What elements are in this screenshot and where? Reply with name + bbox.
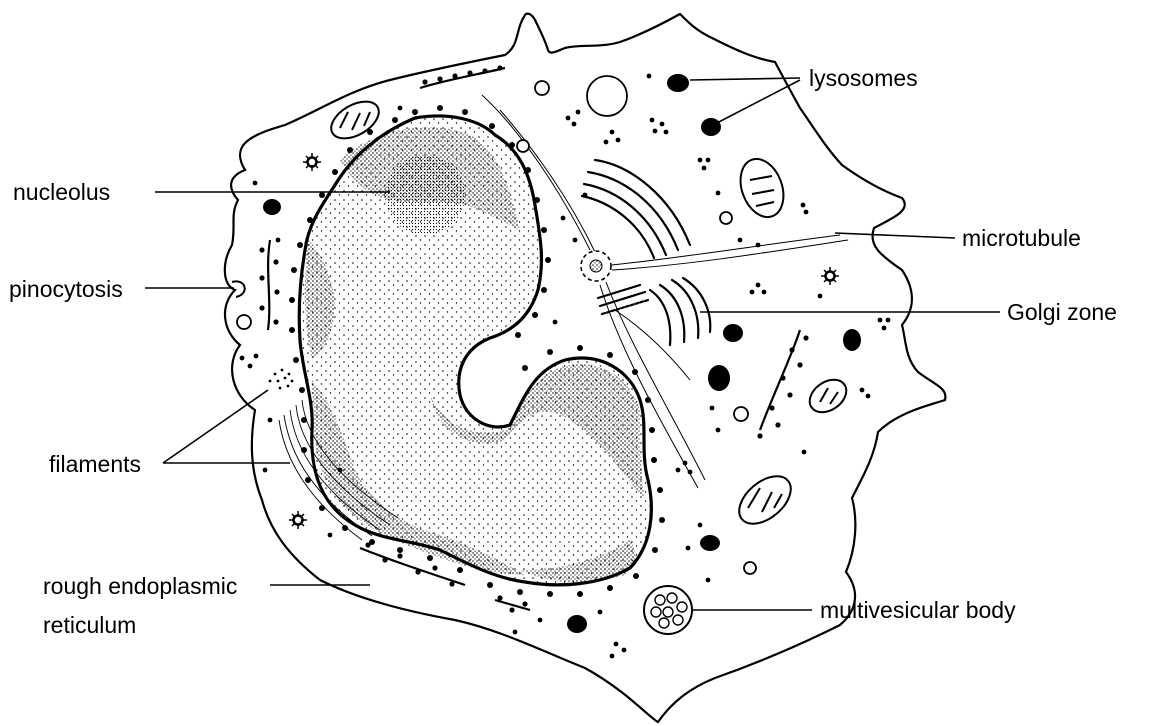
label-lysosomes: lysosomes	[809, 65, 918, 91]
label-nucleolus: nucleolus	[13, 179, 110, 205]
label-rough-er-line1: rough endoplasmic	[43, 573, 237, 599]
multivesicular-body	[644, 586, 692, 634]
label-pinocytosis: pinocytosis	[9, 276, 123, 302]
centriole	[581, 251, 611, 281]
label-rough-er-line2: reticulum	[43, 612, 136, 638]
label-filaments: filaments	[49, 451, 141, 477]
label-golgi-zone: Golgi zone	[1007, 299, 1117, 325]
label-multivesicular-body: multivesicular body	[820, 597, 1016, 623]
label-microtubule: microtubule	[962, 225, 1081, 251]
nucleolus	[385, 155, 465, 235]
